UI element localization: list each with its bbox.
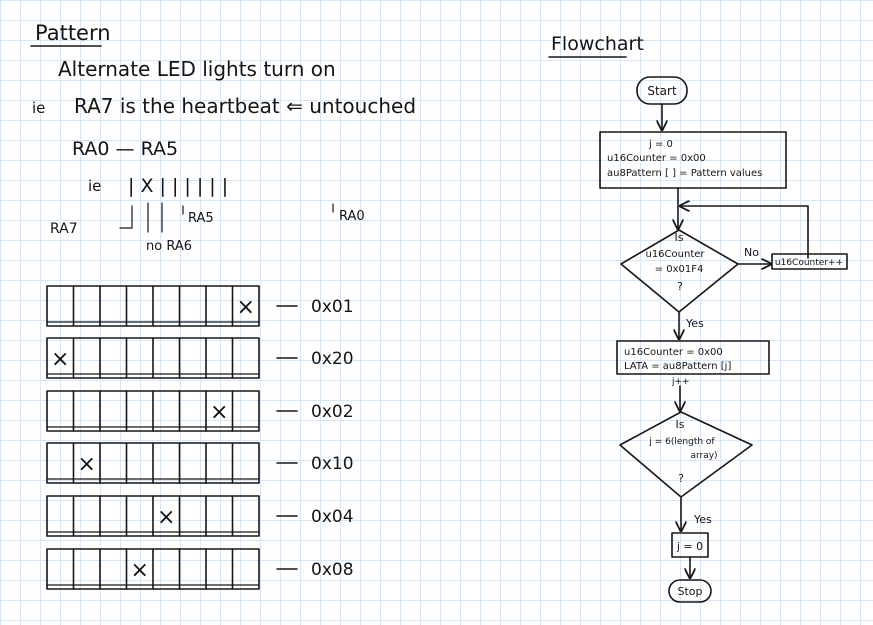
pattern-row: × 0x20: [46, 337, 354, 379]
process2-line-2: LATA = au8Pattern [j]: [624, 361, 731, 372]
decision2-line-2: j = 6(length of: [648, 437, 715, 447]
pattern-bits-marks: | X | | | | | |: [128, 175, 228, 197]
decision2-line-3: array): [690, 451, 717, 461]
reset-label: j = 0: [676, 540, 703, 553]
yes1-label: Yes: [685, 317, 704, 330]
init-line-2: u16Counter = 0x00: [607, 153, 706, 164]
decision2-line-4: ?: [678, 472, 684, 485]
decision1-line-4: ?: [677, 280, 683, 293]
pattern-grids: × 0x01 × 0x20 × 0x02 × 0x10 × 0x04 × 0x08: [46, 285, 354, 590]
pattern-line1: Alternate LED lights turn on: [58, 57, 336, 81]
led-on-mark: ×: [157, 505, 175, 530]
no-label: No: [744, 246, 759, 259]
update-process: [616, 340, 770, 375]
init-line-3: au8Pattern [ ] = Pattern values: [607, 168, 762, 179]
pattern-bits-ie: ie: [88, 177, 101, 195]
pattern-heading: Pattern: [35, 21, 111, 45]
decision-index: [619, 411, 753, 498]
process2-line-3: j++: [671, 377, 690, 387]
pattern-label-ra5: RA5: [188, 211, 214, 226]
pattern-line2: RA7 is the heartbeat ⇐ untouched: [74, 94, 416, 118]
pattern-row: × 0x10: [46, 442, 354, 484]
yes2-label: Yes: [693, 513, 712, 526]
pattern-label-ra0: RA0: [339, 209, 365, 224]
pattern-label-no-ra6: no RA6: [146, 239, 192, 254]
pattern-hex-value: 0x02: [311, 402, 354, 422]
decision1-line-2: u16Counter: [645, 249, 705, 260]
pattern-range: RA0 — RA5: [72, 138, 178, 160]
pattern-section: Pattern Alternate LED lights turn on ie …: [30, 21, 416, 590]
pattern-row: × 0x08: [46, 548, 354, 590]
pattern-hex-value: 0x04: [311, 507, 354, 527]
pattern-label-ra7: RA7: [50, 221, 78, 237]
pattern-line2-ie: ie: [32, 99, 45, 117]
pattern-hex-value: 0x20: [311, 349, 354, 369]
decision1-line-1: Is: [675, 231, 684, 244]
stop-label: Stop: [677, 585, 702, 598]
led-on-mark: ×: [131, 558, 149, 583]
flowchart-section: Flowchart Start j = 0 u16Counter = 0x00 …: [548, 33, 848, 603]
ra7-pointer: [119, 205, 133, 229]
led-on-mark: ×: [237, 295, 255, 320]
led-on-mark: ×: [210, 400, 228, 425]
pattern-row: × 0x04: [46, 495, 354, 537]
increment-label: u16Counter++: [775, 258, 843, 268]
decision2-line-1: Is: [676, 418, 685, 431]
stop-terminal: [668, 579, 712, 603]
process2-line-1: u16Counter = 0x00: [624, 347, 723, 358]
start-label: Start: [647, 84, 677, 98]
pattern-hex-value: 0x01: [311, 297, 354, 317]
pattern-row: × 0x01: [46, 285, 354, 327]
flowchart-heading: Flowchart: [551, 33, 644, 55]
pattern-hex-value: 0x10: [311, 454, 354, 474]
increment-process: [771, 253, 848, 270]
init-process: [599, 131, 787, 189]
loop-arrow: [680, 206, 809, 259]
pattern-hex-value: 0x08: [311, 560, 354, 580]
init-line-1: j = 0: [648, 139, 673, 150]
led-on-mark: ×: [51, 347, 69, 372]
decision1-line-3: = 0x01F4: [655, 264, 704, 275]
pattern-row: × 0x02: [46, 390, 354, 432]
led-on-mark: ×: [78, 452, 96, 477]
